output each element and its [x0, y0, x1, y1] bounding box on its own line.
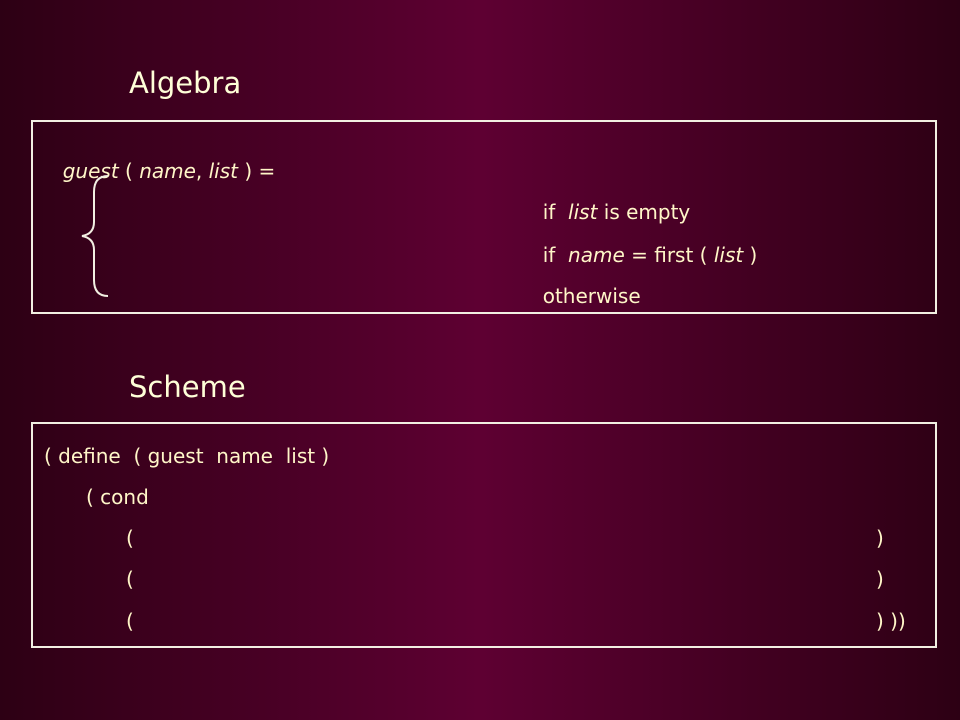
scheme-cond-line: ( cond — [86, 485, 149, 509]
sig-comma: , — [195, 159, 209, 183]
clause-close-2: ) — [876, 567, 884, 591]
algebra-box — [31, 120, 937, 314]
algebra-signature: guest ( name, list ) = — [50, 141, 276, 183]
case-empty: if list is empty — [530, 182, 691, 224]
clause-open-2: ( — [126, 567, 134, 591]
arg-name: name — [139, 159, 196, 183]
case-rest: is empty — [597, 200, 691, 224]
sig-close: ) = — [238, 159, 276, 183]
case-var: name — [568, 243, 625, 267]
scheme-box — [31, 422, 937, 648]
curly-brace-icon — [81, 175, 109, 297]
clause-close-3: ) )) — [876, 609, 906, 633]
case-kw: otherwise — [542, 284, 641, 308]
case-kw: if — [542, 243, 569, 267]
clause-close-1: ) — [876, 526, 884, 550]
scheme-heading: Scheme — [129, 370, 246, 404]
case-first: if name = first ( list ) — [530, 225, 758, 267]
case-var2: list — [713, 243, 744, 267]
case-mid: = first ( — [624, 243, 714, 267]
case-kw: if — [542, 200, 569, 224]
case-rest: ) — [743, 243, 758, 267]
arg-list: list — [208, 159, 238, 183]
clause-open-3: ( — [126, 609, 134, 633]
algebra-heading: Algebra — [129, 66, 242, 100]
clause-open-1: ( — [126, 526, 134, 550]
case-otherwise: otherwise — [530, 266, 641, 306]
case-var: list — [568, 200, 598, 224]
sig-open: ( — [118, 159, 140, 183]
scheme-define-line: ( define ( guest name list ) — [44, 444, 330, 468]
